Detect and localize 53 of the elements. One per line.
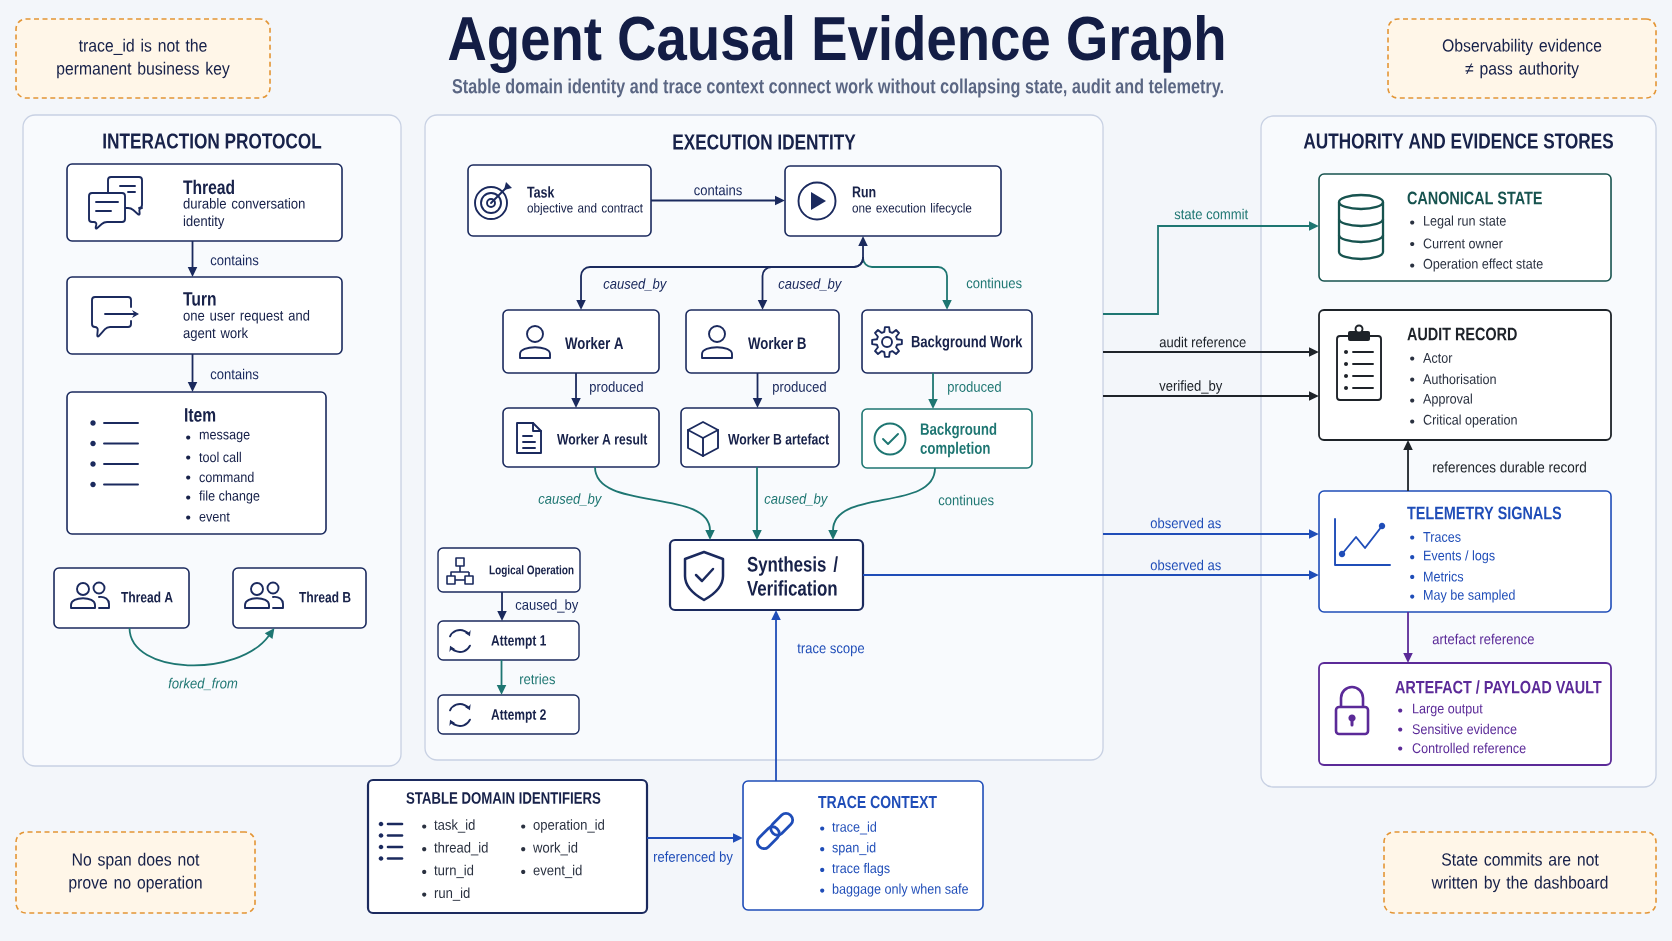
edge-label: contains bbox=[210, 254, 259, 266]
note-box: trace_id is not the permanent business key bbox=[15, 18, 271, 99]
process-box: Task objective and contract bbox=[467, 164, 652, 237]
process-box: Attempt 2 bbox=[437, 694, 580, 735]
process-box: Turn one user request and agent work bbox=[66, 276, 343, 355]
edge-label: caused_by bbox=[603, 278, 667, 292]
edge-label: verified_by bbox=[1159, 380, 1223, 394]
edge-label: contains bbox=[210, 368, 259, 380]
store-box: CANONICAL STATE Legal run state Current owner Operation effect state bbox=[1318, 173, 1612, 282]
edge-label: audit reference bbox=[1159, 336, 1246, 348]
edge-label: continues bbox=[938, 494, 994, 506]
process-box: Thread B bbox=[232, 567, 367, 629]
edge-label: observed as bbox=[1150, 517, 1221, 529]
edge-label: caused_by bbox=[515, 599, 579, 613]
edge-label: contains bbox=[694, 184, 742, 196]
edge-label: caused_by bbox=[538, 493, 602, 507]
edge-label: artefact reference bbox=[1432, 633, 1534, 645]
edge-label: caused_by bbox=[764, 493, 828, 507]
edge-label: produced bbox=[773, 381, 826, 395]
info-box: TRACE CONTEXT trace_id span_id trace flags baggage only when safe bbox=[742, 780, 984, 911]
process-box: Item message tool call command file change event bbox=[66, 391, 327, 535]
note-box: Observability evidence ≠ pass authority bbox=[1387, 18, 1657, 99]
process-box: Background completion bbox=[861, 408, 1033, 469]
edge-label: state commit bbox=[1174, 208, 1249, 220]
process-box: Run one execution lifecycle bbox=[784, 165, 1002, 237]
process-box: Synthesis / Verification bbox=[668, 538, 865, 612]
process-box: Thread A bbox=[53, 567, 190, 629]
title: Agent Causal Evidence Graph bbox=[448, 14, 1224, 74]
process-box: Attempt 1 bbox=[437, 620, 580, 661]
edge-label: references durable record bbox=[1433, 461, 1586, 473]
subtitle: Stable domain identity and trace context connect work without collapsing state, audit and telemetry. bbox=[452, 78, 1223, 98]
note-box: State commits are not written by the dashboard bbox=[1383, 831, 1657, 914]
info-box: STABLE DOMAIN IDENTIFIERS task_id thread_id turn_id run_id operation_id work_id event_id bbox=[366, 778, 649, 915]
store-box: ARTEFACT / PAYLOAD VAULT Large output Sensitive evidence Controlled reference bbox=[1318, 662, 1612, 766]
store-box: AUDIT RECORD Actor Authorisation Approval Critical operation bbox=[1318, 309, 1612, 441]
arrow bbox=[128, 627, 275, 667]
edge-label: retries bbox=[520, 673, 555, 685]
process-box: Worker B artefact bbox=[680, 407, 840, 468]
note-box: No span does not prove no operation bbox=[15, 831, 256, 914]
process-box: Worker A result bbox=[502, 407, 660, 468]
process-box: Worker B bbox=[685, 309, 840, 374]
edge-label: trace scope bbox=[797, 643, 865, 657]
edge-label: forked_from bbox=[168, 677, 238, 691]
process-box: Worker A bbox=[502, 309, 660, 374]
process-box: Thread durable conversation identity bbox=[66, 163, 343, 242]
process-box: Background Work bbox=[861, 309, 1033, 374]
edge-label: produced bbox=[590, 381, 643, 395]
edge-label: produced bbox=[948, 381, 1001, 395]
edge-label: referenced by bbox=[654, 851, 733, 865]
edge-label: continues bbox=[966, 277, 1022, 289]
edge-label: observed as bbox=[1150, 559, 1221, 571]
process-box: Logical Operation bbox=[437, 547, 581, 593]
store-box: TELEMETRY SIGNALS Traces Events / logs Metrics May be sampled bbox=[1318, 490, 1612, 613]
